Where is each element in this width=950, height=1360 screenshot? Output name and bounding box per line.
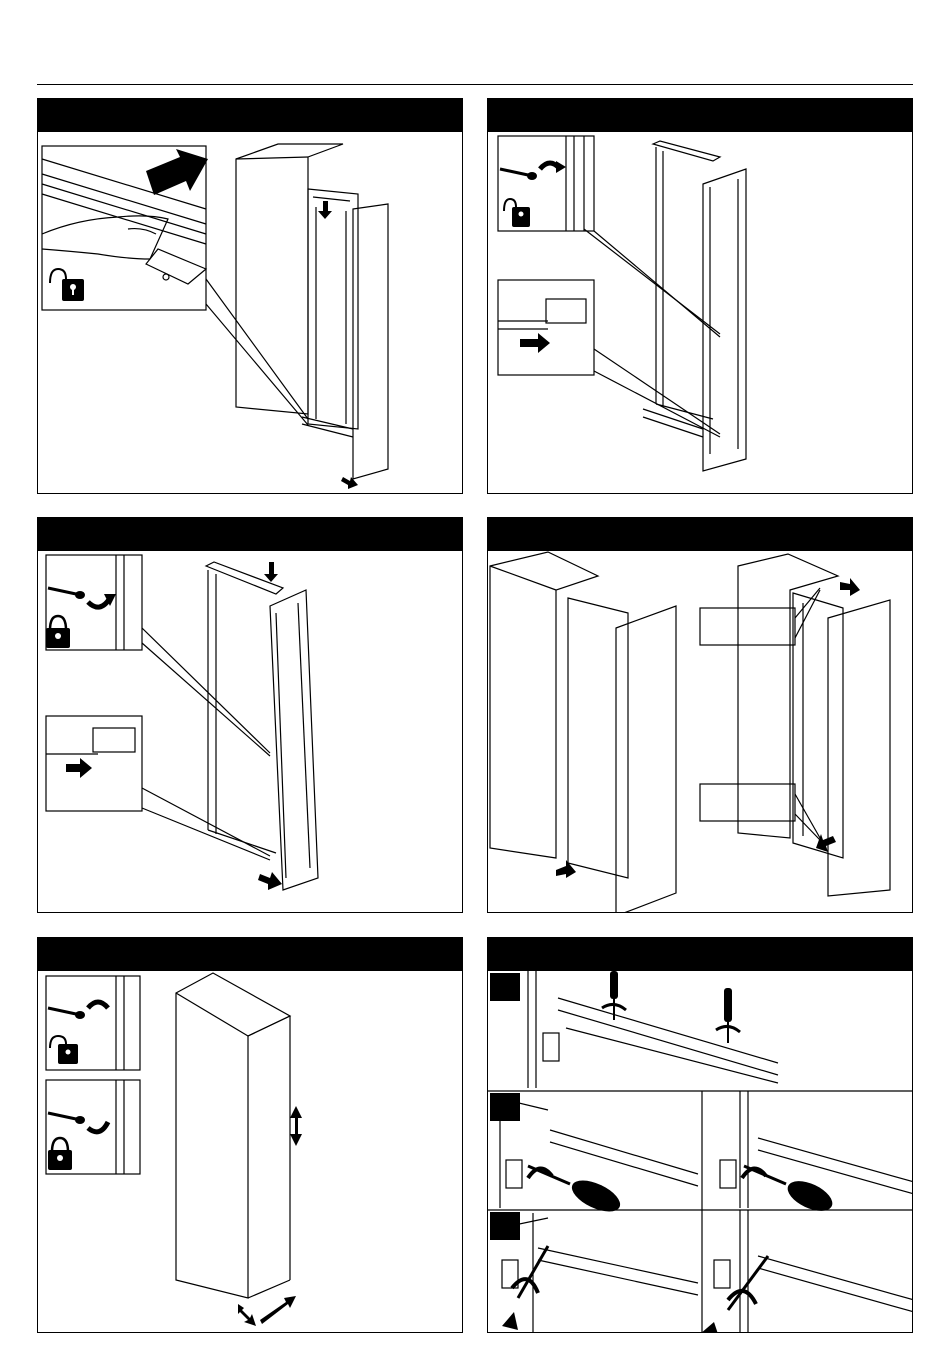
screwdriver-icon <box>742 1166 837 1217</box>
step-6-row-b-marker <box>490 1093 520 1121</box>
step-4-callout-box-bottom <box>700 784 795 821</box>
top-rule <box>37 84 913 85</box>
step-6-row-a-marker <box>490 973 520 1001</box>
unlock-icon <box>504 199 530 227</box>
step-3-illustration <box>38 518 463 913</box>
lock-icon <box>48 1138 72 1170</box>
lock-icon <box>46 616 70 648</box>
screw-loosen-icon <box>48 1002 108 1019</box>
push-arrow-icon <box>520 333 550 353</box>
push-arrow-icon <box>556 860 576 878</box>
down-arrow-icon <box>264 562 278 582</box>
rotate-icon <box>700 1256 768 1333</box>
down-arrow-icon <box>318 201 332 219</box>
screw-loosen-icon <box>500 161 566 180</box>
step-1-panel <box>37 98 463 494</box>
step-4-illustration <box>488 518 913 913</box>
step-6-panel <box>487 937 913 1333</box>
push-arrow-icon <box>146 149 208 195</box>
step-1-illustration <box>38 99 463 494</box>
double-arrow-icon <box>238 1296 296 1326</box>
step-4-callout-box-top <box>700 608 795 645</box>
step-6-row-c-marker <box>490 1212 520 1240</box>
screw-tighten-icon <box>48 1113 108 1132</box>
step-2-illustration <box>488 99 913 494</box>
step-4-panel <box>487 517 913 913</box>
step-3-panel <box>37 517 463 913</box>
step-5-panel <box>37 937 463 1333</box>
unlock-icon <box>50 269 84 301</box>
screw-tighten-icon <box>48 588 116 607</box>
step-2-detail-inset-bottom <box>498 280 594 375</box>
pull-arrow-icon <box>66 758 92 778</box>
step-5-illustration <box>38 938 463 1333</box>
screwdriver-icon <box>716 988 740 1043</box>
step-3-detail-inset-bottom <box>46 716 142 811</box>
unlock-icon <box>50 1036 78 1064</box>
step-2-panel <box>487 98 913 494</box>
step-6-illustration <box>488 938 913 1333</box>
up-down-arrow-icon <box>290 1106 302 1146</box>
pull-arrow-icon <box>258 872 282 890</box>
push-arrow-icon <box>840 578 860 596</box>
